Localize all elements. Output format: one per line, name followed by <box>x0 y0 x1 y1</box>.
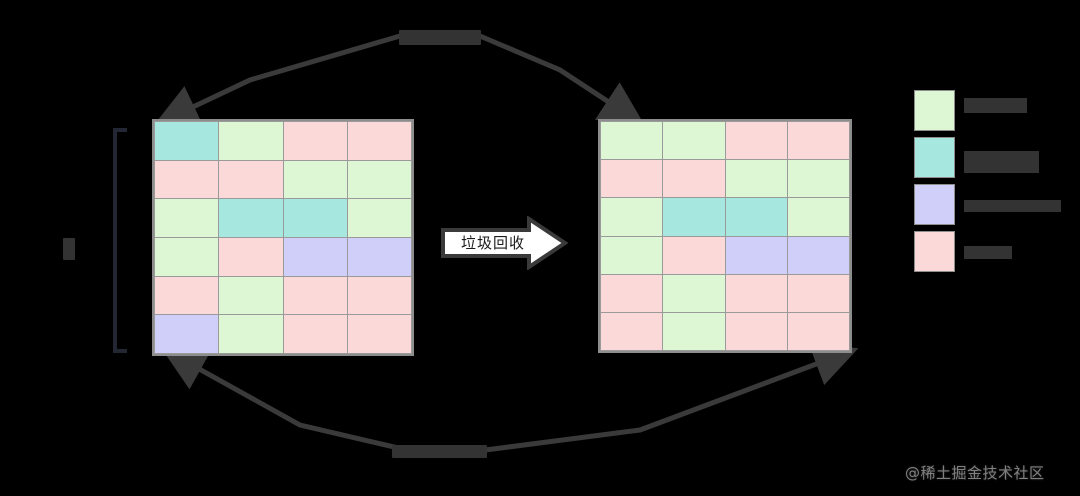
heap-cell <box>283 160 347 199</box>
heap-cell <box>663 122 725 160</box>
heap-cell <box>601 236 663 274</box>
heap-cell <box>347 199 411 237</box>
heap-cell <box>787 198 849 236</box>
heap-cell <box>787 160 849 198</box>
heap-cell <box>219 122 283 160</box>
heap-cell <box>663 160 725 198</box>
heap-cell <box>601 312 663 350</box>
heap-cell <box>725 236 787 274</box>
heap-cell <box>219 315 283 353</box>
legend-item <box>914 137 1074 184</box>
legend-label-cyan <box>964 151 1039 173</box>
legend-item <box>914 231 1074 278</box>
heap-cell <box>787 122 849 160</box>
legend-item <box>914 184 1074 231</box>
heap-cell <box>155 160 219 199</box>
heap-grid-before-gc <box>152 119 414 356</box>
heap-cell <box>787 236 849 274</box>
heap-cell <box>725 122 787 160</box>
legend-swatch-green <box>914 90 955 131</box>
heap-cell <box>725 160 787 198</box>
heap-extent-bracket <box>113 128 127 353</box>
heap-cell <box>347 122 411 160</box>
legend-label-lavender <box>964 200 1061 212</box>
heap-cell <box>601 198 663 236</box>
heap-cell <box>219 160 283 199</box>
heap-cell <box>725 274 787 312</box>
bottom-connector-left <box>161 347 421 456</box>
heap-cell <box>155 238 219 276</box>
heap-grid-after-gc <box>598 119 852 353</box>
heap-cell <box>347 160 411 199</box>
heap-cell <box>219 199 283 237</box>
heap-cell <box>787 312 849 350</box>
heap-cell <box>283 276 347 315</box>
heap-cell <box>663 312 725 350</box>
heap-cell <box>283 238 347 276</box>
legend <box>914 90 1074 278</box>
heap-cell <box>347 238 411 276</box>
heap-cell <box>155 122 219 160</box>
bottom-connector-right <box>469 342 859 455</box>
heap-cell <box>601 122 663 160</box>
top-caption-label <box>399 30 481 45</box>
heap-cell <box>155 315 219 353</box>
heap-cell <box>601 274 663 312</box>
heap-cell <box>283 122 347 160</box>
bottom-caption-label <box>392 445 487 458</box>
garbage-collection-arrow: 垃圾回收 <box>441 216 568 270</box>
heap-cell <box>663 198 725 236</box>
legend-swatch-pink <box>914 231 955 272</box>
heap-cell <box>283 199 347 237</box>
heap-cell <box>347 276 411 315</box>
heap-cell <box>725 198 787 236</box>
heap-cell <box>283 315 347 353</box>
legend-swatch-cyan <box>914 137 955 178</box>
legend-label-green <box>964 98 1027 113</box>
legend-item <box>914 90 1074 137</box>
top-connector-left <box>153 33 401 127</box>
heap-cell <box>155 199 219 237</box>
heap-cell <box>155 276 219 315</box>
heap-cell <box>601 160 663 198</box>
watermark: @稀土掘金技术社区 <box>905 464 1045 482</box>
heap-cell <box>219 238 283 276</box>
heap-cell <box>725 312 787 350</box>
heap-cell <box>787 274 849 312</box>
heap-cell <box>219 276 283 315</box>
heap-cell <box>347 315 411 353</box>
legend-label-pink <box>964 246 1012 259</box>
heap-extent-label <box>63 238 75 260</box>
heap-cell <box>663 236 725 274</box>
legend-swatch-lavender <box>914 184 955 225</box>
top-connector-right <box>479 33 645 126</box>
heap-cell <box>663 274 725 312</box>
